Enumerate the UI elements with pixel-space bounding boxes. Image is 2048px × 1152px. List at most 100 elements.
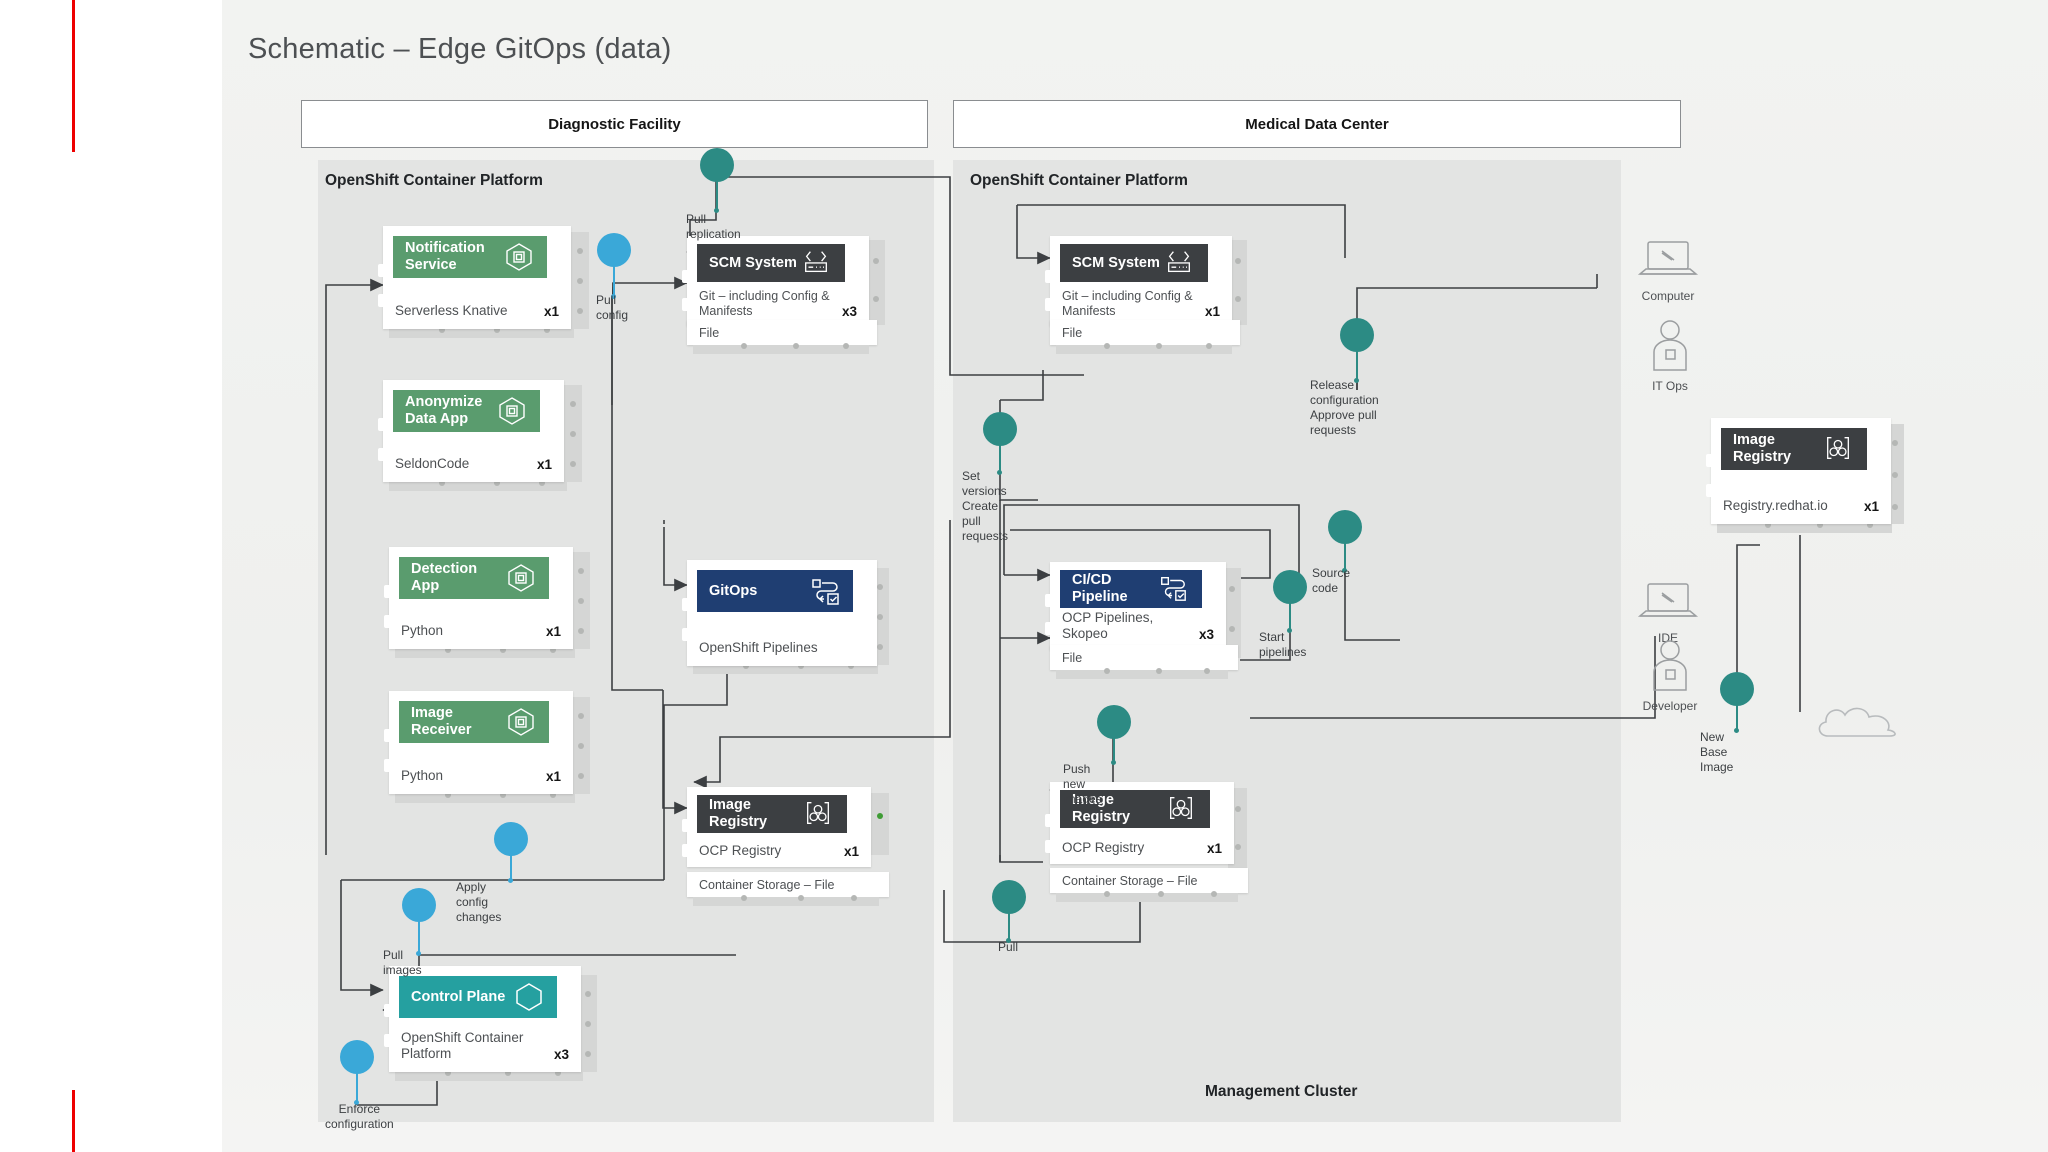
- card-footer: OpenShift Container Platform x3: [401, 1030, 569, 1062]
- card-quantity: x1: [1204, 304, 1220, 319]
- card-quantity: x3: [1198, 627, 1214, 642]
- component-card-anonymize-data-app[interactable]: Anonymize Data App SeldonCode x1: [378, 380, 564, 482]
- zone-label: Medical Data Center: [1245, 115, 1389, 133]
- storage-strip-registry-right: Container Storage – File: [1050, 868, 1248, 893]
- card-rail: [578, 975, 597, 1072]
- code-repo-icon: [801, 247, 833, 279]
- component-card-scm-system-left[interactable]: SCM System Git – including Config & Mani…: [682, 236, 869, 326]
- card-tech: Registry.redhat.io: [1723, 497, 1828, 513]
- container-hex-icon: [505, 706, 537, 738]
- component-card-image-registry-left[interactable]: Image Registry OCP Registry x1: [682, 787, 871, 867]
- zone-header-diagnostic-facility: Diagnostic Facility: [301, 100, 928, 148]
- card-tech: OpenShift Container Platform: [401, 1029, 524, 1061]
- card-header: SCM System: [697, 244, 845, 282]
- storage-label: File: [1062, 325, 1083, 340]
- component-card-detection-app[interactable]: Detection App Python x1: [384, 547, 573, 649]
- actor-label: Developer: [1642, 699, 1698, 713]
- page-title: Schematic – Edge GitOps (data): [248, 33, 672, 65]
- cluster-label-right-ocp: OpenShift Container Platform: [970, 172, 1188, 189]
- card-quantity: x3: [841, 304, 857, 319]
- storage-strip-scm-right: File: [1050, 320, 1240, 345]
- card-bottom-rail: [389, 480, 567, 491]
- card-tech: OCP Registry: [1062, 839, 1145, 855]
- card-footer: Serverless Knative x1: [395, 303, 559, 319]
- component-card-image-receiver[interactable]: Image Receiver Python x1: [384, 691, 573, 794]
- card-footer: OCP Registry x1: [1062, 840, 1222, 856]
- pipeline-icon: [809, 575, 841, 607]
- card-rail: [571, 697, 590, 794]
- person-icon: [1653, 640, 1687, 691]
- step-label: Pull replication: [686, 212, 741, 241]
- card-bottom-rail: [693, 895, 879, 906]
- card-bottom-rail: [389, 327, 574, 338]
- registry-icon: [1166, 793, 1198, 825]
- card-tech: SeldonCode: [395, 455, 470, 471]
- cluster-label-left-ocp: OpenShift Container Platform: [325, 172, 543, 189]
- component-card-image-registry-right[interactable]: Image Registry OCP Registry x1: [1045, 782, 1234, 864]
- component-card-control-plane[interactable]: Control Plane OpenShift Container Platfo…: [384, 966, 581, 1072]
- step-label: Release configuration Approve pull reque…: [1310, 378, 1379, 437]
- card-tech: Python: [401, 622, 444, 638]
- card-quantity: x1: [843, 844, 859, 859]
- step-label: Pull config: [596, 293, 629, 322]
- cluster-label-management: Management Cluster: [1205, 1083, 1358, 1100]
- laptop-icon: [1637, 241, 1699, 275]
- card-bottom-rail: [395, 1070, 583, 1081]
- card-header: GitOps: [697, 570, 853, 612]
- card-rail: [571, 552, 590, 649]
- card-header: SCM System: [1060, 244, 1208, 282]
- card-rail: [563, 385, 582, 482]
- component-card-image-registry-external[interactable]: Image Registry Registry.redhat.io x1: [1706, 418, 1891, 524]
- card-bottom-rail: [395, 792, 575, 803]
- card-header: Detection App: [399, 557, 549, 599]
- actor-computer: Computer: [1628, 238, 1708, 303]
- component-card-notification-service[interactable]: Notification Service Serverless Knative …: [378, 226, 571, 329]
- card-header: Image Receiver: [399, 701, 549, 743]
- card-title: SCM System: [709, 254, 797, 271]
- component-card-scm-system-right[interactable]: SCM System Git – including Config & Mani…: [1045, 236, 1232, 326]
- step-label: Start pipelines: [1259, 630, 1307, 659]
- hexagon-icon: [513, 981, 545, 1013]
- registry-icon: [1823, 433, 1855, 465]
- card-header: Notification Service: [393, 236, 547, 278]
- card-rail: [1228, 240, 1247, 325]
- card-tech: OpenShift Pipelines: [699, 639, 818, 655]
- actor-developer: Developer: [1630, 638, 1710, 713]
- card-title: Image Registry: [1733, 432, 1792, 465]
- card-header: Control Plane: [399, 976, 557, 1018]
- actor-label: Computer: [1641, 289, 1695, 303]
- card-rail: [870, 793, 889, 855]
- card-header: Anonymize Data App: [393, 390, 540, 432]
- card-quantity: x3: [553, 1047, 569, 1062]
- card-footer: Git – including Config & Manifests x3: [699, 289, 857, 319]
- card-title: Image Registry: [709, 797, 768, 830]
- card-title: GitOps: [709, 582, 758, 599]
- card-title: Image Receiver: [411, 705, 472, 738]
- card-title: Control Plane: [411, 988, 506, 1005]
- step-label: Pull images: [383, 948, 422, 977]
- card-footer: OCP Registry x1: [699, 843, 859, 859]
- card-header: Image Registry: [1721, 428, 1867, 470]
- component-card-cicd-pipeline[interactable]: CI/CD Pipeline OCP Pipelines, Skopeo x3: [1045, 562, 1226, 650]
- storage-strip-cicd: File: [1050, 645, 1238, 670]
- card-rail: [1222, 568, 1241, 658]
- card-tech: Git – including Config & Manifests: [699, 289, 830, 318]
- component-card-gitops[interactable]: GitOps OpenShift Pipelines: [682, 560, 877, 666]
- step-label: Set versions Create pull requests: [962, 469, 1009, 543]
- card-footer: Python x1: [401, 768, 561, 784]
- step-label: Enforce configuration: [325, 1102, 394, 1131]
- storage-label: File: [1062, 650, 1083, 665]
- pipeline-icon: [1158, 573, 1190, 605]
- card-title: CI/CD Pipeline: [1072, 572, 1128, 605]
- storage-label: Container Storage – File: [699, 877, 835, 892]
- card-tech: Git – including Config & Manifests: [1062, 289, 1193, 318]
- accent-bar-bottom: [72, 1090, 75, 1152]
- card-tech: Python: [401, 767, 444, 783]
- actor-label: IT Ops: [1652, 379, 1688, 393]
- step-label: Apply config changes: [456, 880, 502, 924]
- storage-strip-registry-left: Container Storage – File: [687, 872, 889, 897]
- storage-label: Container Storage – File: [1062, 873, 1198, 888]
- card-title: Detection App: [411, 561, 478, 594]
- card-quantity: x1: [545, 769, 561, 784]
- card-tech: Serverless Knative: [395, 302, 508, 318]
